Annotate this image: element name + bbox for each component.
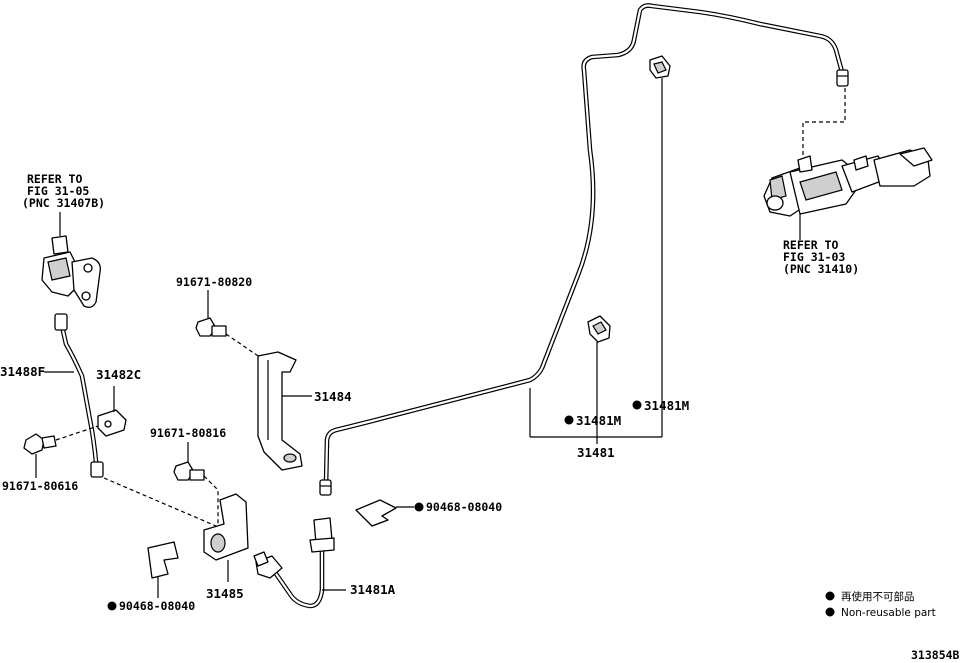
- ref-master-line2: FIG 31-05: [27, 184, 89, 198]
- ref-release-line1: REFER TO: [783, 238, 838, 252]
- clip-31481M-lower: [587, 315, 611, 343]
- dashed-pipe-31485: [103, 477, 231, 533]
- ref-master-line3: (PNC 31407B): [22, 196, 105, 210]
- non-reusable-marker-31481M-lower: [564, 415, 574, 425]
- non-reusable-marker-right: [414, 502, 424, 512]
- reference-block-master: REFER TO FIG 31-05 (PNC 31407B): [22, 172, 105, 210]
- label-31481A: 31481A: [350, 582, 396, 597]
- clamp-31482C: [97, 386, 127, 437]
- bracket-31485: [203, 493, 249, 582]
- non-reusable-marker-31481M-upper: [632, 400, 642, 410]
- legend-text-en: Non-reusable part: [841, 607, 936, 619]
- label-31481: 31481: [577, 445, 615, 460]
- legend: 再使用不可部品 Non-reusable part: [825, 590, 936, 619]
- label-31484: 31484: [314, 389, 352, 404]
- hose-31481A: [253, 517, 346, 609]
- label-31488F: 31488F: [0, 364, 45, 379]
- dashed-bolt-31485: [203, 475, 219, 528]
- clip-31481M-upper: [649, 55, 671, 79]
- bolt-91671-80816: [173, 442, 205, 481]
- label-91671-80820: 91671-80820: [176, 275, 252, 289]
- label-90468-08040-right: 90468-08040: [426, 500, 502, 514]
- legend-marker-en: [825, 607, 835, 617]
- ref-master-line1: REFER TO: [27, 172, 82, 186]
- tube-31481: [319, 3, 849, 496]
- pipe-31488F: [54, 313, 104, 478]
- label-91671-80616: 91671-80616: [2, 479, 78, 493]
- legend-marker-jp: [825, 591, 835, 601]
- tube-end-fitting-upper: [836, 69, 849, 87]
- reference-block-release: REFER TO FIG 31-03 (PNC 31410): [783, 238, 859, 276]
- label-91671-80816: 91671-80816: [150, 426, 226, 440]
- bracket-31484: [257, 351, 312, 471]
- ref-release-line3: (PNC 31410): [783, 262, 859, 276]
- tube-end-fitting-lower: [319, 479, 332, 496]
- clip-90468-08040-left: [147, 541, 179, 598]
- label-31481M-lower: 31481M: [576, 413, 621, 428]
- legend-text-jp: 再使用不可部品: [841, 590, 915, 603]
- clip-90468-08040-right: [355, 499, 414, 527]
- label-31482C: 31482C: [96, 367, 141, 382]
- leader-31481: [529, 78, 663, 444]
- label-90468-08040-left: 90468-08040: [119, 599, 195, 613]
- release-cylinder: [763, 147, 933, 240]
- master-cylinder-fitting: [41, 212, 101, 308]
- diagram-id: 313854B: [911, 648, 960, 662]
- label-31485: 31485: [206, 586, 244, 601]
- label-31481M-upper: 31481M: [644, 398, 689, 413]
- ref-release-line2: FIG 31-03: [783, 250, 845, 264]
- bolt-91671-80820: [195, 290, 227, 337]
- dashed-bolt-31482C: [55, 425, 99, 441]
- dashed-link-release-cylinder: [802, 88, 846, 160]
- non-reusable-marker-left: [107, 601, 117, 611]
- bolt-91671-80616: [23, 433, 57, 478]
